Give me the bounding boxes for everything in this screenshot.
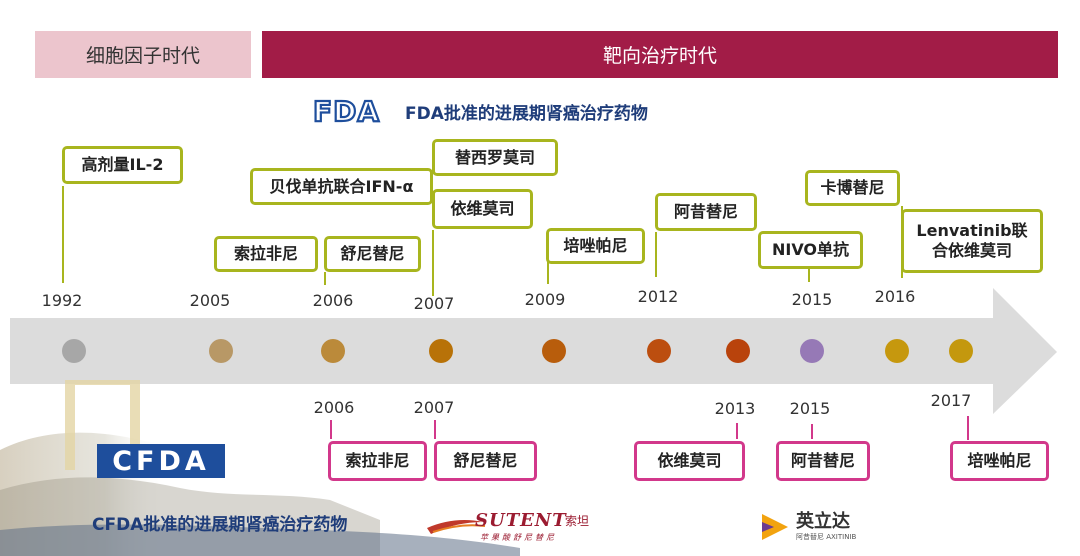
fda-drug-temsirolimus: 替西罗莫司 xyxy=(432,139,558,176)
great-wall-scenery xyxy=(0,380,520,556)
sutent-sub: 苹果酸舒尼替尼 xyxy=(480,533,557,542)
timeline-dot xyxy=(885,339,909,363)
year-2015: 2015 xyxy=(791,290,833,309)
fda-drug-everolimus: 依维莫司 xyxy=(432,189,533,229)
connector-line xyxy=(967,416,969,440)
connector-line xyxy=(432,230,434,296)
cfda-drug-everolimus: 依维莫司 xyxy=(634,441,745,481)
fda-drug-nivolumab: NIVO单抗 xyxy=(758,231,863,269)
connector-line xyxy=(655,232,657,277)
connector-line xyxy=(62,186,64,283)
timeline-dot xyxy=(800,339,824,363)
connector-line xyxy=(330,420,332,439)
sutent-logo: SUTENT 索坦 苹果酸舒尼替尼 xyxy=(425,508,615,548)
era-cytokine: 细胞因子时代 xyxy=(35,31,251,78)
timeline-dot xyxy=(542,339,566,363)
fda-logo: FDA xyxy=(311,95,393,125)
cfda-drug-axitinib: 阿昔替尼 xyxy=(776,441,870,481)
inlyta-name: 英立达 xyxy=(796,511,850,532)
cfda-drug-pazopanib: 培唑帕尼 xyxy=(950,441,1049,481)
fda-drug-sorafenib: 索拉非尼 xyxy=(214,236,318,272)
cfda-heading: CFDA批准的进展期肾癌治疗药物 xyxy=(92,515,348,535)
timeline-dot xyxy=(209,339,233,363)
connector-line xyxy=(811,424,813,439)
cfda-drug-sorafenib: 索拉非尼 xyxy=(328,441,427,481)
timeline-dot xyxy=(429,339,453,363)
timeline-dot xyxy=(726,339,750,363)
year-2009: 2009 xyxy=(524,290,566,309)
timeline-dot xyxy=(62,339,86,363)
inlyta-sub: 阿昔替尼 AXITINIB xyxy=(796,533,857,541)
year-2007: 2007 xyxy=(413,294,455,313)
timeline-dot xyxy=(949,339,973,363)
connector-line xyxy=(736,423,738,439)
year-2006: 2006 xyxy=(312,291,354,310)
connector-line xyxy=(434,420,436,439)
sutent-name: SUTENT xyxy=(475,510,567,531)
fda-drug-high-dose-il2: 高剂量IL-2 xyxy=(62,146,183,184)
cfda-logo: CFDA xyxy=(97,444,225,478)
inlyta-play-icon xyxy=(762,514,788,540)
year-2012: 2012 xyxy=(637,287,679,306)
fda-drug-pazopanib: 培唑帕尼 xyxy=(546,228,645,264)
sutent-cn: 索坦 xyxy=(565,514,590,528)
fda-drug-bevacizumab-ifn: 贝伐单抗联合IFN-α xyxy=(250,168,433,205)
fda-logo-text: FDA xyxy=(313,95,380,125)
fda-drug-sunitinib: 舒尼替尼 xyxy=(324,236,421,272)
fda-heading: FDA批准的进展期肾癌治疗药物 xyxy=(405,104,648,124)
year-2005: 2005 xyxy=(189,291,231,310)
cfda-logo-text: CFDA xyxy=(112,445,210,477)
connector-line xyxy=(547,262,549,284)
cfda-year-2013: 2013 xyxy=(714,399,756,418)
year-1992: 1992 xyxy=(41,291,83,310)
timeline-dot xyxy=(321,339,345,363)
fda-drug-lenvatinib-everolimus: Lenvatinib联合依维莫司 xyxy=(901,209,1043,273)
timeline-dot xyxy=(647,339,671,363)
inlyta-logo: 英立达 阿昔替尼 AXITINIB xyxy=(760,512,856,542)
cfda-year-2006: 2006 xyxy=(313,398,355,417)
fda-drug-axitinib: 阿昔替尼 xyxy=(655,193,757,231)
sutent-swoosh-icon xyxy=(427,520,486,534)
era-targeted: 靶向治疗时代 xyxy=(262,31,1058,78)
cfda-year-2015: 2015 xyxy=(789,399,831,418)
connector-line xyxy=(808,269,810,282)
year-2016: 2016 xyxy=(874,287,916,306)
cfda-drug-sunitinib: 舒尼替尼 xyxy=(434,441,537,481)
fda-drug-cabozantinib: 卡博替尼 xyxy=(805,170,900,206)
cfda-year-2007: 2007 xyxy=(413,398,455,417)
cfda-year-2017: 2017 xyxy=(930,391,972,410)
connector-line xyxy=(324,272,326,285)
